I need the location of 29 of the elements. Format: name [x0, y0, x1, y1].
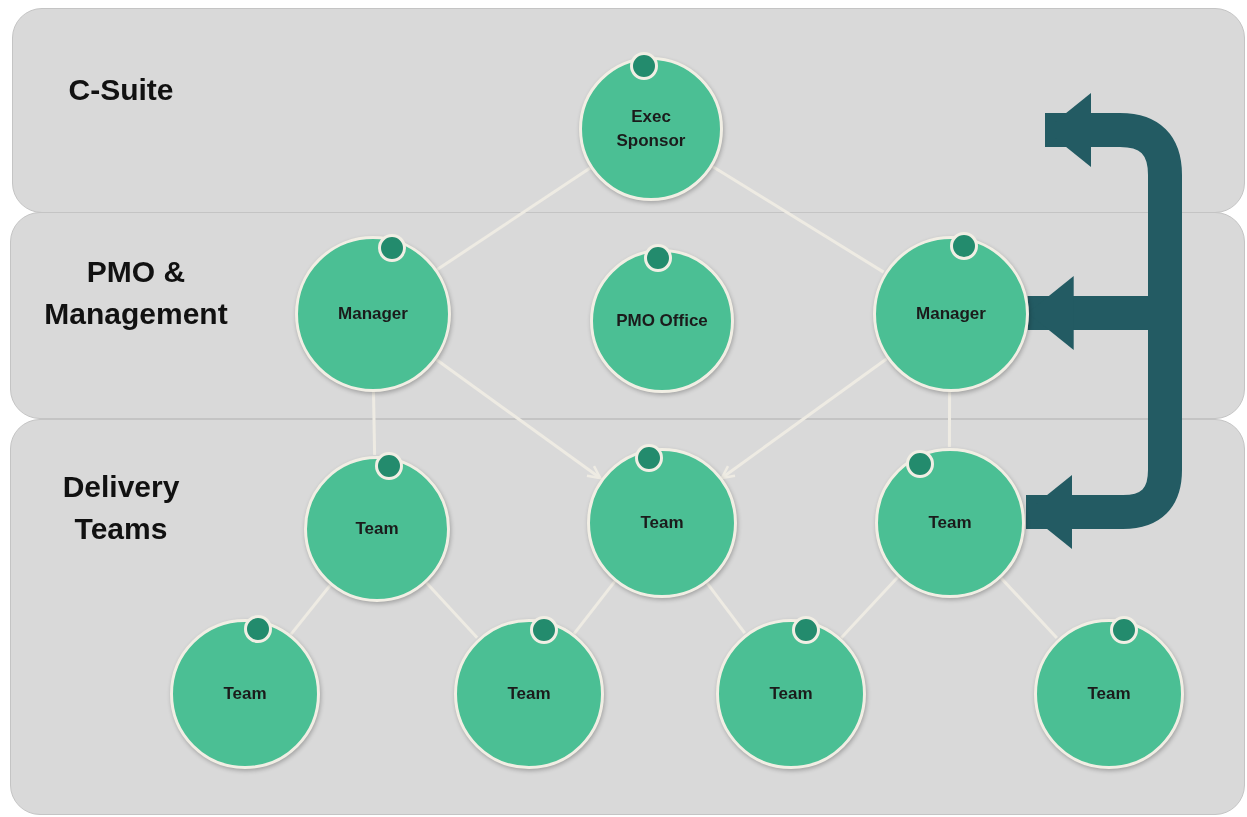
connector-line	[372, 390, 377, 456]
tier-label: C-Suite	[67, 72, 175, 108]
tier-band	[10, 419, 1245, 815]
connector-line	[424, 580, 479, 639]
role-label: Team	[1086, 683, 1132, 705]
role-label: PMO Office	[615, 310, 709, 332]
role-label: Exec Sponsor	[615, 106, 687, 152]
connector-line	[710, 164, 885, 274]
connector-line	[289, 584, 332, 636]
connector-line	[840, 575, 899, 640]
arrow	[434, 357, 602, 480]
arrow	[720, 357, 888, 480]
connector-line	[436, 166, 591, 272]
tier-band	[10, 212, 1245, 419]
connector-line	[572, 580, 617, 635]
role-label: Manager	[915, 303, 987, 325]
connector-line	[999, 575, 1058, 640]
role-label: Team	[639, 512, 685, 534]
tier-label: PMO & Management	[43, 254, 229, 332]
connector-line	[947, 391, 952, 447]
role-label: Team	[354, 518, 400, 540]
tier-band	[12, 8, 1245, 213]
role-label: Team	[927, 512, 973, 534]
tier-label: Delivery Teams	[61, 469, 181, 547]
role-label: Team	[506, 683, 552, 705]
role-label: Team	[768, 683, 814, 705]
connector-line	[705, 581, 746, 634]
role-label: Manager	[337, 303, 409, 325]
role-label: Team	[222, 683, 268, 705]
